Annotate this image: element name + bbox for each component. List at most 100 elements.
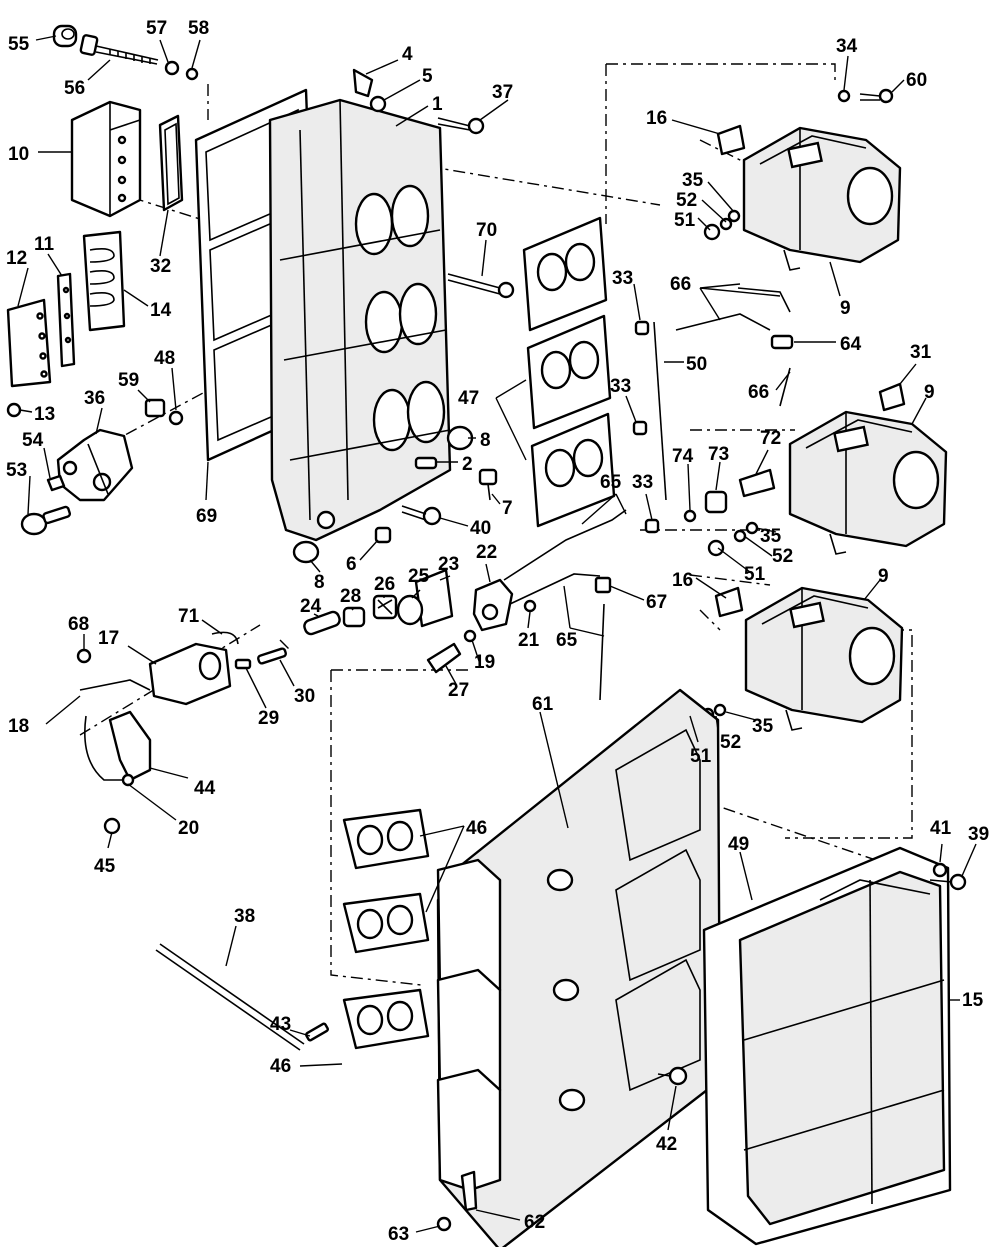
bracket-16-top	[716, 124, 746, 156]
callout-37: 37	[492, 82, 513, 103]
callout-42: 42	[656, 1134, 677, 1155]
callout-58: 58	[188, 18, 209, 39]
callout-17: 17	[98, 628, 119, 649]
callout-45: 45	[94, 856, 116, 877]
nut-34	[837, 89, 851, 103]
stud-70	[447, 273, 515, 299]
callout-16a: 16	[646, 108, 667, 129]
ground-wire-20	[84, 715, 135, 787]
carb-screws-middle	[707, 521, 759, 557]
manifold-ports	[354, 184, 446, 452]
callout-43: 43	[270, 1014, 291, 1035]
callout-65a: 65	[600, 472, 622, 493]
callout-65b: 65	[556, 630, 578, 651]
callout-15: 15	[962, 990, 984, 1011]
screw-13	[6, 402, 22, 418]
clip-74	[683, 509, 697, 523]
callout-20: 20	[178, 818, 199, 839]
spring-26	[372, 594, 398, 620]
washer-58	[185, 67, 199, 81]
callout-13: 13	[34, 404, 55, 425]
reed-plate-12	[6, 298, 52, 388]
stud-43	[305, 1022, 329, 1042]
callout-68: 68	[68, 614, 89, 635]
spring-29	[234, 658, 252, 670]
callout-23: 23	[438, 554, 459, 575]
callout-64: 64	[840, 334, 862, 355]
callout-47: 47	[458, 388, 479, 409]
pin-30	[257, 647, 287, 665]
callout-48: 48	[154, 348, 175, 369]
callout-22: 22	[476, 542, 497, 563]
gaskets-46	[342, 808, 430, 1050]
callout-19: 19	[474, 652, 495, 673]
spacer-73	[704, 490, 728, 514]
gasket-32	[158, 114, 184, 212]
callout-35a: 35	[682, 170, 704, 191]
callout-11: 11	[34, 234, 55, 255]
bolt-42	[657, 1066, 688, 1086]
screw-21	[523, 599, 537, 613]
callout-57: 57	[146, 18, 167, 39]
washer-54	[46, 474, 66, 492]
callout-52c: 52	[720, 732, 741, 753]
callout-18: 18	[8, 716, 29, 737]
callout-labels: 55 56 57 58 4 5 1 37 10 32 11 12 14 13 3…	[6, 18, 989, 1245]
wire-18	[79, 679, 151, 691]
callout-9c: 9	[878, 566, 889, 587]
rod-38	[155, 943, 305, 1051]
callout-67: 67	[646, 592, 667, 613]
callout-4: 4	[402, 44, 413, 65]
callout-16b: 16	[672, 570, 693, 591]
airbox-cover-15	[702, 846, 952, 1246]
fitting-2	[414, 456, 438, 470]
callout-27: 27	[448, 680, 469, 701]
callout-52a: 52	[676, 190, 697, 211]
callout-14: 14	[150, 300, 172, 321]
fitting-5	[369, 95, 387, 113]
callout-33c: 33	[632, 472, 653, 493]
callout-73: 73	[708, 444, 729, 465]
callout-54: 54	[22, 430, 44, 451]
callout-46b: 46	[270, 1056, 291, 1077]
callout-26: 26	[374, 574, 395, 595]
callout-24: 24	[300, 596, 322, 617]
callout-32: 32	[150, 256, 171, 277]
callout-33a: 33	[612, 268, 633, 289]
callout-30: 30	[294, 686, 315, 707]
plug-8-lower	[292, 540, 320, 564]
callout-69: 69	[196, 506, 217, 527]
diaphragm-25	[396, 594, 424, 626]
screw-60	[859, 88, 894, 104]
spring-28	[342, 606, 366, 628]
callout-8b: 8	[314, 572, 325, 593]
callout-25: 25	[408, 566, 430, 587]
callout-9b: 9	[924, 382, 935, 403]
callout-31: 31	[910, 342, 932, 363]
callout-61: 61	[532, 694, 554, 715]
washer-48	[168, 410, 184, 426]
solenoid-17	[148, 642, 232, 706]
callout-60: 60	[906, 70, 927, 91]
screw-39	[929, 873, 967, 891]
callout-7: 7	[502, 498, 513, 519]
callout-51a: 51	[674, 210, 696, 231]
callout-2: 2	[462, 454, 473, 475]
nut-68	[76, 648, 92, 664]
link-72	[738, 468, 776, 498]
callout-55: 55	[8, 34, 30, 55]
callout-33b: 33	[610, 376, 631, 397]
callout-70: 70	[476, 220, 497, 241]
primer-valve-22	[472, 578, 514, 632]
callout-72: 72	[760, 428, 781, 449]
carb-gaskets-47	[522, 216, 616, 528]
fitting-6	[374, 526, 392, 544]
callout-66a: 66	[670, 274, 691, 295]
washer-41	[932, 862, 948, 878]
long-screw-56	[79, 34, 159, 65]
callout-63: 63	[388, 1224, 409, 1245]
tee-64	[770, 334, 794, 350]
carburetor-9-bottom	[744, 586, 904, 731]
callout-62: 62	[524, 1212, 545, 1233]
